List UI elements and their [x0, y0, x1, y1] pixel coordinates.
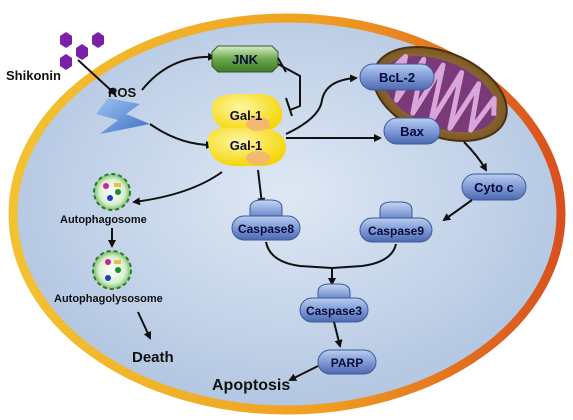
cytoc-label: Cyto c [474, 180, 514, 195]
caspase9-node: Caspase9 [359, 201, 433, 243]
arrow-gal1-autophagosome [132, 171, 223, 206]
ros-lightning-bolt-icon [96, 98, 150, 134]
bcl2-label: BcL-2 [379, 70, 415, 85]
caspase3-node: Caspase3 [299, 283, 369, 323]
arrow-ros-gal1 [149, 123, 214, 149]
death-label: Death [132, 349, 174, 366]
shikonin-label: Shikonin [6, 68, 61, 83]
autophagolysosome-vesicle-icon [92, 250, 132, 290]
parp-label: PARP [331, 356, 363, 370]
arrow-caspase9-caspase3 [331, 243, 397, 269]
caspase8-node: Caspase8 [231, 199, 301, 241]
apoptosis-label: Apoptosis [212, 377, 290, 394]
arrow-autophagolysosome-death [137, 311, 152, 340]
bcl2-node: BcL-2 [359, 63, 435, 91]
arrow-shikonin-ros [77, 59, 117, 96]
autophagosome-vesicle-icon [93, 173, 131, 211]
ros-label: ROS [108, 85, 137, 100]
caspase9-label: Caspase9 [368, 224, 424, 238]
autophagolysosome-label: Autophagolysosome [54, 293, 163, 305]
arrow-mito-cytoc [463, 141, 487, 172]
parp-node: PARP [317, 349, 377, 375]
arrow-ros-jnk [141, 52, 216, 91]
arrow-caspase8-caspase3 [265, 241, 333, 269]
bax-node: Bax [383, 117, 441, 145]
inhibition-bar-jnk [277, 57, 287, 73]
arrow-gal1-caspase8 [257, 169, 266, 206]
jnk-label: JNK [232, 52, 259, 67]
caspase3-label: Caspase3 [306, 304, 362, 318]
arrow-gal1-bcl2 [285, 74, 358, 135]
arrow-caspase3-parp [333, 321, 343, 348]
arrow-parp-apoptosis [288, 365, 319, 381]
gal1-dimer-node: Gal-1 Gal-1 [208, 94, 286, 166]
caspase8-label: Caspase8 [238, 222, 294, 236]
gal1-bottom-label: Gal-1 [230, 138, 263, 153]
gal1-top-label: Gal-1 [230, 108, 263, 123]
autophagosome-label: Autophagosome [60, 214, 147, 226]
shikonin-molecule-icon [60, 32, 104, 70]
jnk-node: JNK [211, 45, 279, 73]
inhibition-bar-gal1 [285, 97, 293, 117]
cytoc-node: Cyto c [461, 173, 527, 201]
inhibition-jnk-gal1 [277, 63, 301, 111]
arrow-cytoc-caspase9 [442, 199, 473, 222]
bax-label: Bax [400, 124, 425, 139]
